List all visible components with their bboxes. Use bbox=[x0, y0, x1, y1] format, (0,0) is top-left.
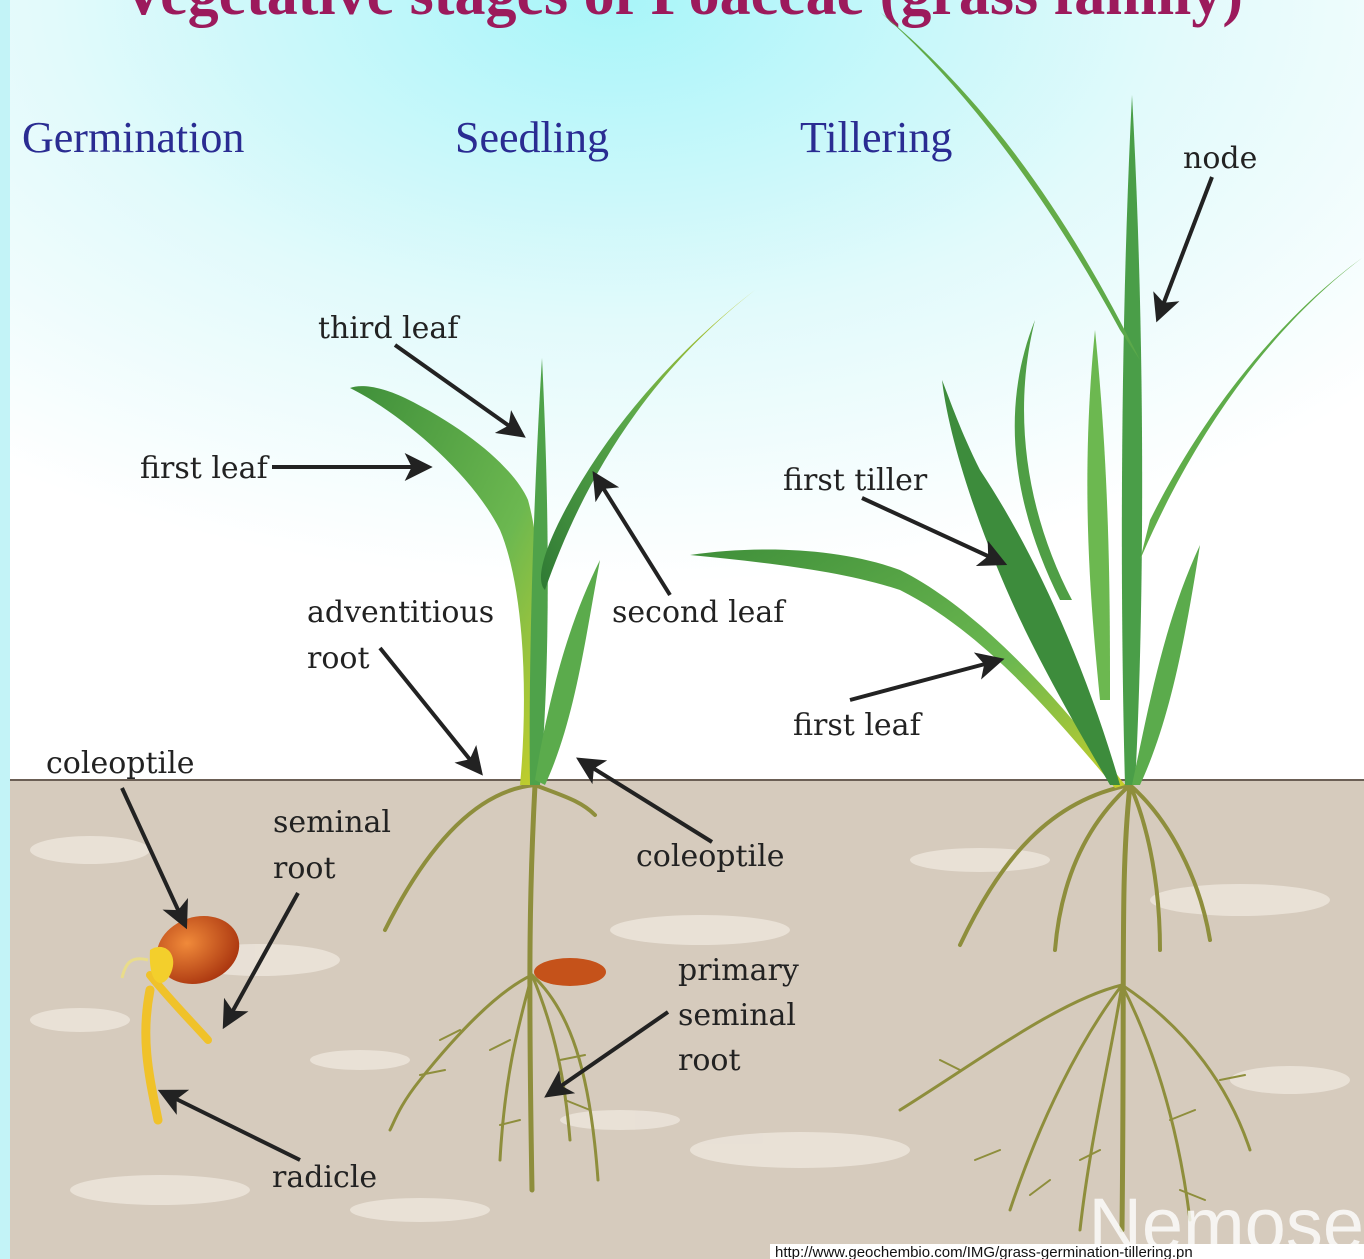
source-url: http://www.geochembio.com/IMG/grass-germ… bbox=[775, 1244, 1193, 1259]
label-primary-seminal: seminal bbox=[678, 998, 796, 1033]
stage-germination-label: Germination bbox=[22, 113, 244, 162]
label-seminal-root: root bbox=[273, 851, 336, 886]
label-coleoptile-seedling: coleoptile bbox=[636, 839, 784, 874]
stage-tillering-label: Tillering bbox=[800, 113, 952, 162]
label-seminal: seminal bbox=[273, 805, 391, 840]
label-radicle: radicle bbox=[272, 1160, 377, 1195]
diagram-title: Vegetative stages of Poaceae (grass fami… bbox=[121, 0, 1243, 28]
seedling-seed bbox=[534, 958, 606, 986]
label-third-leaf: third leaf bbox=[318, 311, 460, 346]
stage-seedling-label: Seedling bbox=[455, 113, 609, 162]
label-primary-seminal-root: root bbox=[678, 1043, 741, 1078]
label-coleoptile-germination: coleoptile bbox=[46, 746, 194, 781]
label-first-leaf-tillering: first leaf bbox=[793, 708, 923, 743]
label-first-leaf-seedling: first leaf bbox=[140, 451, 270, 486]
label-node: node bbox=[1183, 141, 1257, 176]
label-primary: primary bbox=[678, 953, 799, 988]
left-border bbox=[0, 0, 10, 1259]
label-first-tiller: first tiller bbox=[783, 463, 928, 498]
label-second-leaf: second leaf bbox=[612, 595, 786, 630]
label-adventitious: adventitious bbox=[307, 595, 494, 630]
label-adventitious-root: root bbox=[307, 641, 370, 676]
